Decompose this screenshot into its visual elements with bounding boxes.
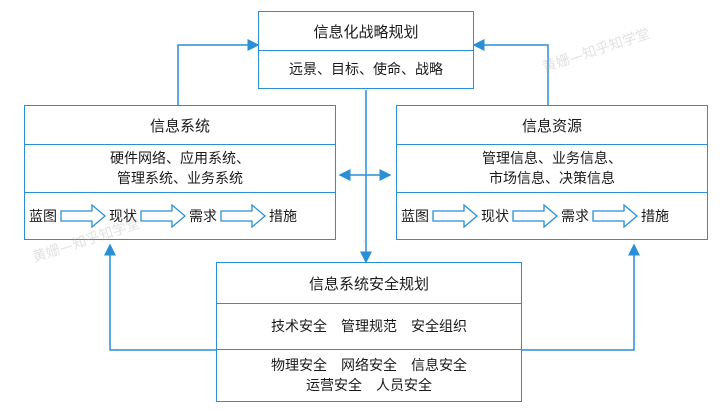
flow-arrow-icon [140, 204, 186, 228]
resource-content: 管理信息、业务信息、 市场信息、决策信息 [397, 144, 707, 192]
system-line2: 管理系统、业务系统 [117, 170, 243, 187]
resource-flow-step: 需求 [561, 209, 589, 225]
system-flow-step: 蓝图 [29, 209, 57, 225]
system-content: 硬件网络、应用系统、 管理系统、业务系统 [25, 144, 335, 192]
system-flow-step: 措施 [269, 209, 297, 225]
strategy-items: 远景、目标、使命、战略 [259, 50, 473, 88]
system-box: 信息系统 硬件网络、应用系统、 管理系统、业务系统 蓝图 现状 需求 措施 [24, 105, 336, 240]
strategy-box: 信息化战略规划 远景、目标、使命、战略 [258, 11, 474, 89]
resource-flow: 蓝图 现状 需求 措施 [397, 192, 707, 239]
system-flow-step: 现状 [109, 209, 137, 225]
arrow-resource-to-strategy [472, 39, 549, 105]
flow-arrow-icon [432, 204, 478, 228]
resource-line1: 管理信息、业务信息、 [482, 150, 622, 167]
system-line1: 硬件网络、应用系统、 [110, 150, 250, 167]
flow-arrow-icon [592, 204, 638, 228]
security-title: 信息系统安全规划 [308, 274, 429, 293]
security-row1: 技术安全 管理规范 安全组织 [217, 303, 521, 349]
resource-box: 信息资源 管理信息、业务信息、 市场信息、决策信息 蓝图 现状 需求 措施 [396, 105, 708, 240]
system-title: 信息系统 [149, 116, 210, 135]
system-flow: 蓝图 现状 需求 措施 [25, 192, 335, 239]
resource-title: 信息资源 [521, 116, 582, 135]
arrow-security-to-resource [522, 243, 640, 351]
flow-arrow-icon [60, 204, 106, 228]
security-row2: 物理安全 网络安全 信息安全 运营安全 人员安全 [217, 349, 521, 401]
arrow-system-to-strategy [177, 39, 260, 105]
flow-arrow-icon [512, 204, 558, 228]
security-box: 信息系统安全规划 技术安全 管理规范 安全组织 物理安全 网络安全 信息安全 运… [216, 262, 522, 402]
system-flow-step: 需求 [189, 209, 217, 225]
security-row2-line1: 物理安全 网络安全 信息安全 [271, 357, 467, 374]
resource-flow-step: 现状 [481, 209, 509, 225]
resource-flow-step: 措施 [641, 209, 669, 225]
resource-flow-step: 蓝图 [401, 209, 429, 225]
arrow-security-to-system [104, 243, 216, 351]
strategy-title: 信息化战略规划 [313, 22, 419, 41]
resource-line2: 市场信息、决策信息 [489, 170, 615, 187]
security-row2-line2: 运营安全 人员安全 [306, 377, 432, 394]
flow-arrow-icon [220, 204, 266, 228]
